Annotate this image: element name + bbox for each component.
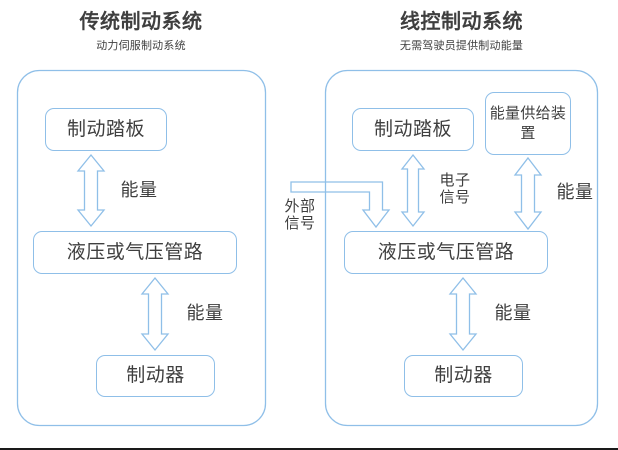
right-edge-label-line-brake: 能量 [494, 303, 532, 323]
left-node-brake-actuator[interactable]: 制动器 [96, 355, 215, 397]
right-arrow-line-brake [448, 276, 478, 352]
right-arrow-supply-line [513, 156, 543, 231]
left-panel-title: 传统制动系统 [79, 11, 203, 33]
right-node-brake-pedal[interactable]: 制动踏板 [352, 108, 474, 151]
right-panel-container [324, 69, 599, 427]
right-node-hydraulic-pneumatic-line[interactable]: 液压或气压管路 [344, 231, 548, 274]
right-panel-title: 线控制动系统 [400, 11, 523, 33]
left-panel-container [16, 69, 267, 427]
left-node-hydraulic-pneumatic-line[interactable]: 液压或气压管路 [33, 231, 237, 274]
left-edge-label-line-brake: 能量 [186, 303, 224, 323]
left-node-brake-pedal[interactable]: 制动踏板 [45, 108, 167, 151]
right-edge-label-electronic-signal: 电子 信号 [439, 172, 471, 207]
right-node-brake-actuator[interactable]: 制动器 [404, 355, 523, 397]
left-edge-label-pedal-line: 能量 [120, 180, 158, 200]
right-arrow-pedal-line [400, 153, 426, 228]
right-node-energy-supply-device[interactable]: 能量供给装置 [485, 92, 571, 155]
right-panel-subtitle: 无需驾驶员提供制动能量 [399, 40, 524, 52]
right-edge-label-supply-line: 能量 [556, 182, 594, 202]
left-arrow-pedal-line [76, 153, 106, 228]
right-edge-label-external-signal: 外部 信号 [284, 198, 316, 233]
left-arrow-line-brake [140, 276, 170, 352]
right-arrow-external-signal [290, 181, 391, 229]
left-panel-subtitle: 动力伺服制动系统 [96, 40, 186, 52]
